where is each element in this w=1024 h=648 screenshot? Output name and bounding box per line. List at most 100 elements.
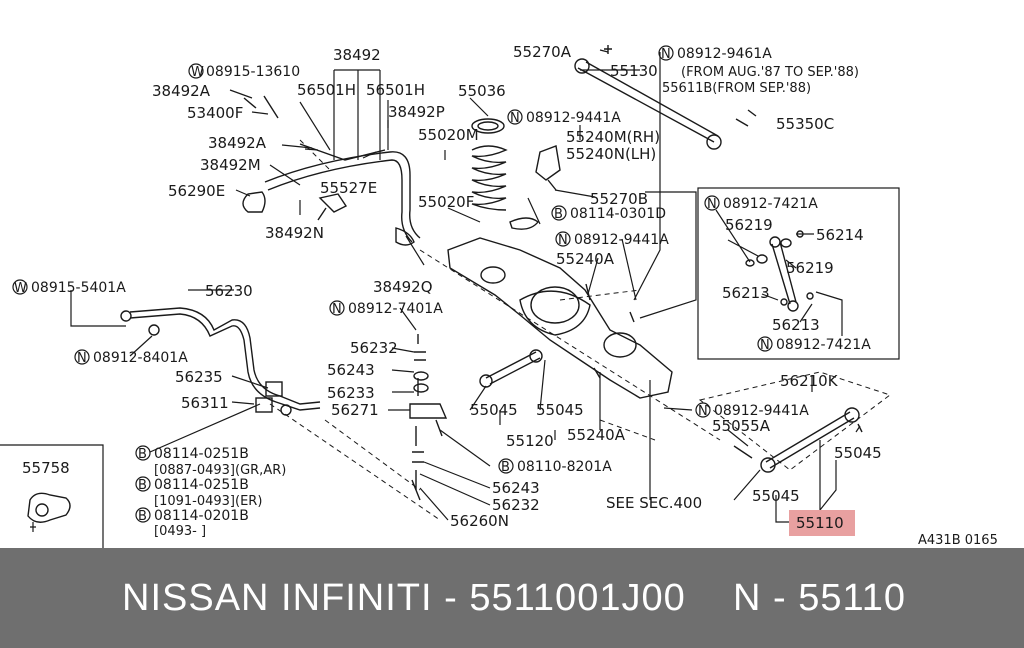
label-56232[interactable]: 56232 [350,339,398,357]
part-highlight-55110 [789,510,855,536]
label-38492p[interactable]: 38492P [388,103,445,121]
label-56235[interactable]: 56235 [175,368,223,386]
inset-box-55758: 55758 [0,444,104,548]
marker-b: B [138,447,147,462]
dashed-guide-lines [269,139,721,521]
label-55045[interactable]: 55045 [752,487,800,505]
label-56219[interactable]: 56219 [725,216,773,234]
label-56243[interactable]: 56243 [492,479,540,497]
label-55527e[interactable]: 55527E [320,179,377,197]
label-56311[interactable]: 56311 [181,394,229,412]
label-55240a[interactable]: 55240A [556,250,615,268]
lateral-rod-55110 [733,407,863,473]
bracket-55240 [535,145,561,191]
label-55045[interactable]: 55045 [470,401,518,419]
label-55130[interactable]: 55130 [610,62,658,80]
label-56214[interactable]: 56214 [816,226,864,244]
label-56290e[interactable]: 56290E [168,182,225,200]
marker-n: N [332,302,342,317]
label-range-1091-0493: [1091-0493](ER) [154,494,262,509]
label-55240a[interactable]: 55240A [567,426,626,444]
label-55240m-rh[interactable]: 55240M(RH) [566,128,660,146]
leader-lines [70,49,861,523]
label-08915-13610[interactable]: 08915-13610 [206,64,300,80]
label-55270a[interactable]: 55270A [513,43,572,61]
label-56243[interactable]: 56243 [327,361,375,379]
label-55036[interactable]: 55036 [458,82,506,100]
coil-spring-55020 [471,118,539,230]
label-56230[interactable]: 56230 [205,282,253,300]
label-56210k[interactable]: 56210K [780,372,839,390]
label-56260n[interactable]: 56260N [450,512,509,530]
inset-box-56210k [697,187,900,471]
marker-w: W [14,281,27,296]
label-38492a[interactable]: 38492A [152,82,211,100]
label-08114-0251b[interactable]: 08114-0251B [154,446,249,462]
part-title: NISSAN INFINITI - 5511001J00 [122,577,686,619]
label-38492[interactable]: 38492 [333,46,381,64]
label-08912-8401a[interactable]: 08912-8401A [93,350,188,366]
label-range-0493: [0493- ] [154,524,206,539]
label-55350c[interactable]: 55350C [776,115,834,133]
label-56232[interactable]: 56232 [492,496,540,514]
label-38492a[interactable]: 38492A [208,134,267,152]
label-38492m[interactable]: 38492M [200,156,261,174]
marker-n: N [698,404,708,419]
exploded-parts-diagram: 55758 [0,43,998,548]
label-08912-9441a[interactable]: 08912-9441A [526,110,621,126]
label-55120[interactable]: 55120 [506,432,554,450]
label-55020f[interactable]: 55020F [418,193,474,211]
label-see-sec-400[interactable]: SEE SEC.400 [606,494,702,512]
marker-n: N [760,338,770,353]
label-08912-9441a[interactable]: 08912-9441A [574,232,669,248]
brake-pipe-assembly [242,69,421,246]
marker-n: N [558,233,568,248]
part-labels: 38492 08915-13610 56501H 56501H 38492A 5… [31,43,998,548]
label-56501h[interactable]: 56501H [297,81,356,99]
label-08114-0201b[interactable]: 08114-0201B [154,508,249,524]
marker-b: B [138,478,147,493]
label-53400f[interactable]: 53400F [187,104,243,122]
label-55045[interactable]: 55045 [536,401,584,419]
stabilizer-link-stack [409,334,448,501]
label-55045[interactable]: 55045 [834,444,882,462]
label-range-0887-0493: [0887-0493](GR,AR) [154,463,286,478]
label-38492q[interactable]: 38492Q [373,278,433,296]
marker-n: N [707,197,717,212]
label-56271[interactable]: 56271 [331,401,379,419]
label-55611b[interactable]: 55611B(FROM SEP.'88) [662,81,811,96]
label-08915-5401a[interactable]: 08915-5401A [31,280,126,296]
stabilizer-bar-56230 [120,307,321,416]
label-55270b[interactable]: 55270B [590,190,648,208]
label-08912-9461a[interactable]: 08912-9461A [677,46,772,62]
label-08912-7421a[interactable]: 08912-7421A [723,196,818,212]
label-08110-8201a[interactable]: 08110-8201A [517,459,612,475]
part-code: N - 55110 [733,577,907,619]
marker-w: W [191,65,204,80]
diagram-reference-code: A431B 0165 [918,533,998,548]
label-56233[interactable]: 56233 [327,384,375,402]
marker-n: N [661,47,671,62]
marker-n: N [77,351,87,366]
label-55055a[interactable]: 55055A [712,417,771,435]
marker-n: N [510,111,520,126]
label-55758[interactable]: 55758 [22,459,70,477]
label-08912-9441a[interactable]: 08912-9441A [714,403,809,419]
code-markers: W N N B N W N N B B B B N N N [12,45,773,524]
marker-b: B [554,207,563,222]
label-08912-7401a[interactable]: 08912-7401A [348,301,443,317]
label-08114-0301d[interactable]: 08114-0301D [570,206,666,222]
label-55240n-lh[interactable]: 55240N(LH) [566,145,656,163]
label-08114-0251b[interactable]: 08114-0251B [154,477,249,493]
marker-b: B [138,509,147,524]
marker-b: B [501,460,510,475]
label-56501h[interactable]: 56501H [366,81,425,99]
label-56213[interactable]: 56213 [772,316,820,334]
label-55020m[interactable]: 55020M [418,126,479,144]
label-56213[interactable]: 56213 [722,284,770,302]
label-08912-7421a[interactable]: 08912-7421A [776,337,871,353]
label-38492n[interactable]: 38492N [265,224,324,242]
label-55110-highlighted[interactable]: 55110 [796,514,844,532]
label-56219[interactable]: 56219 [786,259,834,277]
